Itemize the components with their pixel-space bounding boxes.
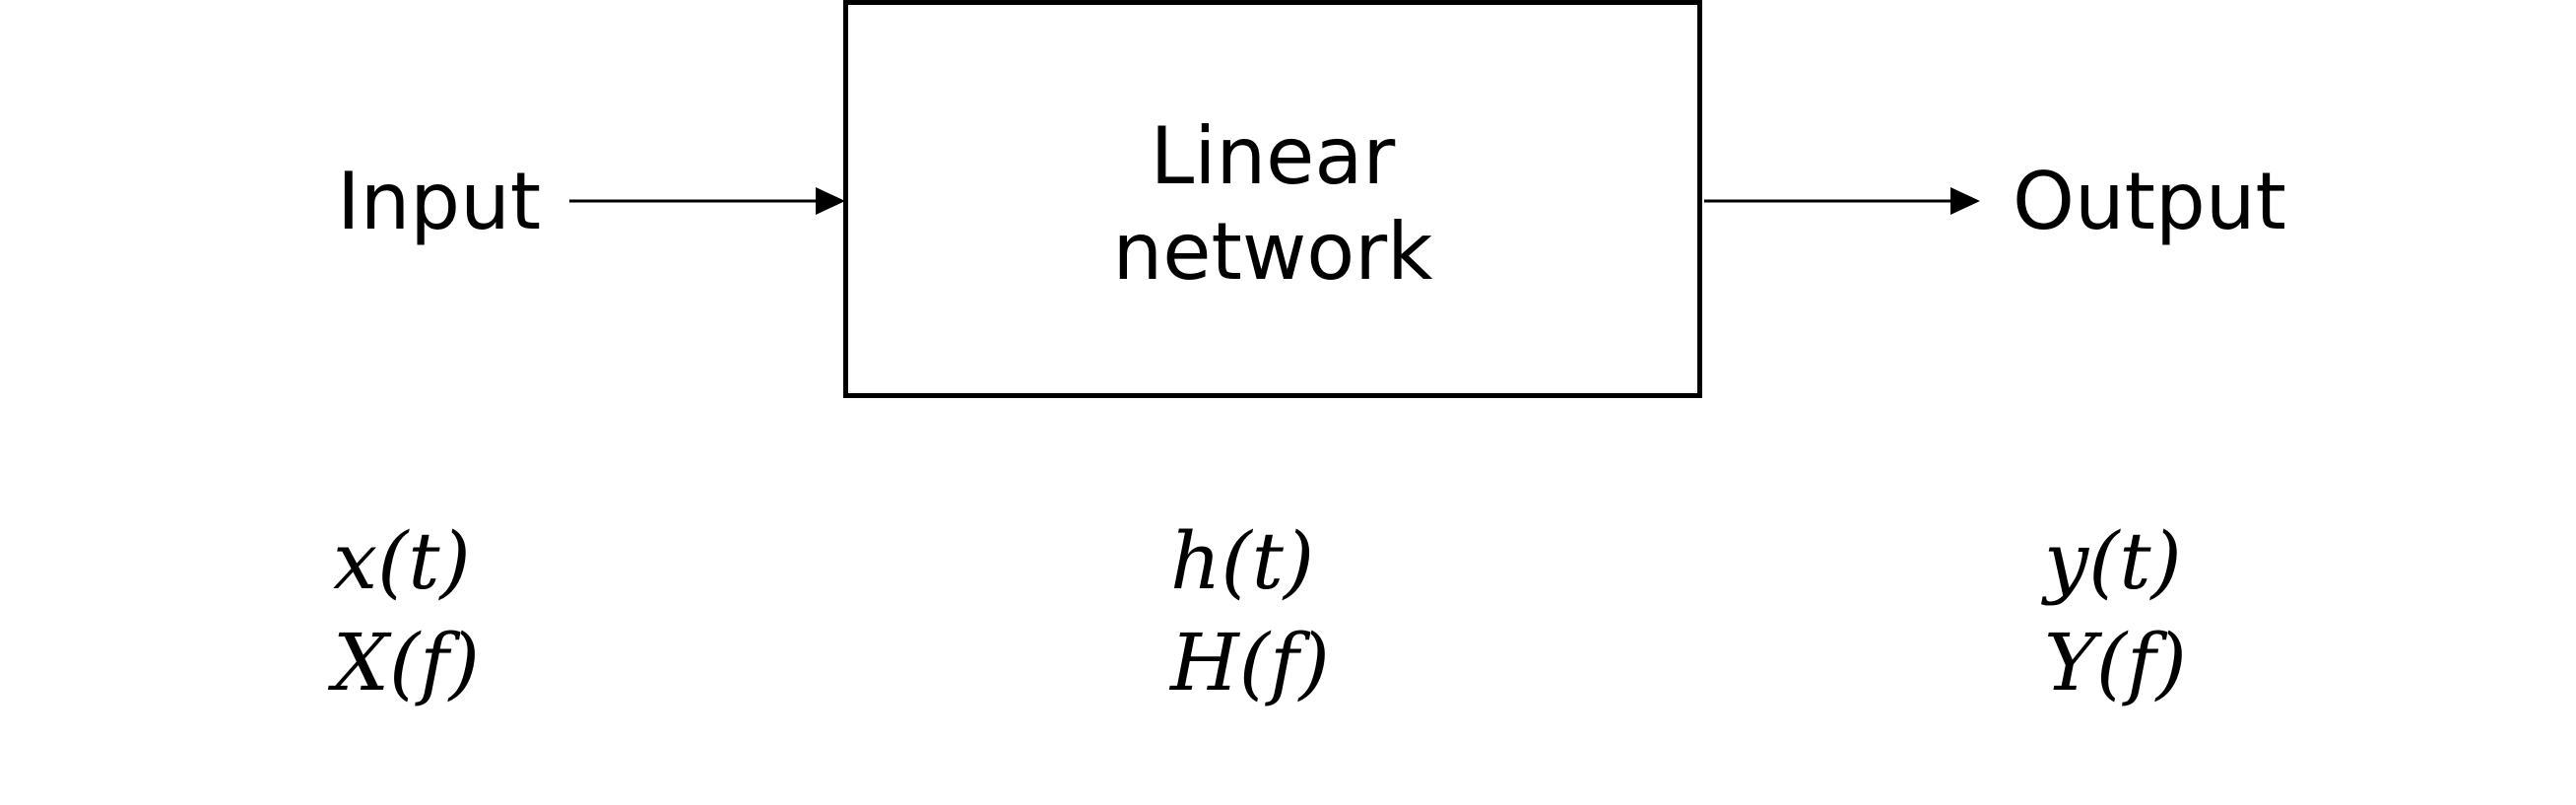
linear-network-box: Linear network [843, 0, 1702, 398]
input-label: Input [337, 156, 542, 247]
output-label: Output [2013, 156, 2286, 247]
output-arrowhead-icon [1950, 187, 1980, 215]
linear-network-line2: network [1112, 206, 1433, 298]
output-signals: y(t) Y(f) [2044, 510, 2187, 713]
system-signals: h(t) H(f) [1170, 510, 1330, 713]
system-time-response: h(t) [1170, 515, 1315, 607]
input-signals: x(t) X(f) [333, 510, 480, 713]
input-time-signal: x(t) [333, 515, 471, 607]
output-time-signal: y(t) [2044, 515, 2182, 607]
linear-network-line1: Linear [1150, 110, 1396, 202]
output-freq-signal: Y(f) [2044, 617, 2187, 708]
input-freq-signal: X(f) [333, 617, 480, 708]
linear-network-text: Linear network [1113, 108, 1433, 300]
input-arrowhead-icon [816, 187, 845, 215]
system-freq-response: H(f) [1170, 617, 1330, 708]
